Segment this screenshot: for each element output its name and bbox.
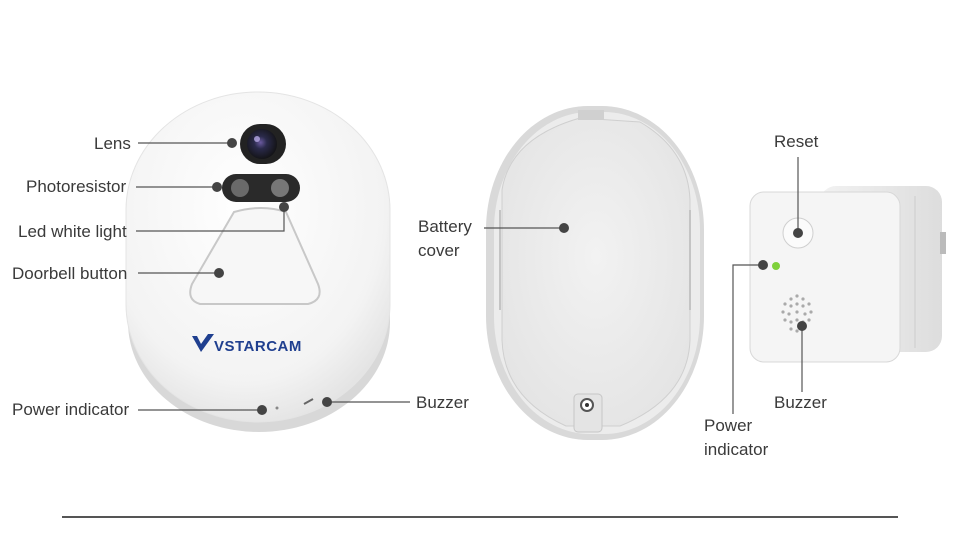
lens-glint bbox=[254, 136, 260, 142]
buzzer-right-pointer-dot bbox=[797, 321, 807, 331]
buzzer-left-label: Buzzer bbox=[416, 393, 469, 412]
power-led-icon bbox=[772, 262, 780, 270]
battery-cover-unit bbox=[486, 106, 704, 440]
power-indicator-right-label-line1: Power bbox=[704, 416, 753, 435]
buzzer-right-label: Buzzer bbox=[774, 393, 827, 412]
doorbell-button-label: Doorbell button bbox=[12, 264, 128, 283]
logo-mark-icon bbox=[192, 334, 214, 352]
power-indicator-left-pointer-dot bbox=[257, 405, 267, 415]
photoresistor-pointer-dot bbox=[212, 182, 222, 192]
power-indicator-right-label-line2: indicator bbox=[704, 440, 769, 459]
power-indicator-right-pointer-dot bbox=[758, 260, 768, 270]
led-light-icon bbox=[271, 179, 289, 197]
photoresistor-icon bbox=[231, 179, 249, 197]
battery-cover-label: Battery cover bbox=[418, 215, 472, 263]
lens-icon bbox=[247, 129, 277, 159]
chime-box-unit bbox=[749, 186, 946, 363]
power-indicator-right-pointer-line bbox=[732, 264, 762, 414]
battery-cover-label-line1: Battery bbox=[418, 217, 472, 236]
doorbell-button-pointer-dot bbox=[214, 268, 224, 278]
callout-lines bbox=[136, 142, 803, 414]
brand-logo: VSTARCAM bbox=[214, 338, 302, 355]
battery-cover-pointer-dot bbox=[559, 223, 569, 233]
led-pointer-dot bbox=[279, 202, 289, 212]
led-white-light-label: Led white light bbox=[18, 222, 127, 241]
doorbell-front-unit: VSTARCAM bbox=[125, 91, 391, 432]
lens-pointer-dot bbox=[227, 138, 237, 148]
led-pointer-line bbox=[136, 207, 285, 232]
chime-front-face bbox=[749, 191, 901, 363]
buzzer-slot bbox=[303, 398, 314, 405]
cover-inner-panel bbox=[501, 117, 691, 427]
reset-pointer-dot bbox=[793, 228, 803, 238]
callout-dots bbox=[212, 138, 807, 415]
battery-cover-label-line2: cover bbox=[418, 241, 460, 260]
power-indicator-left-label: Power indicator bbox=[12, 400, 130, 419]
bottom-divider bbox=[62, 516, 898, 518]
screw-hole-center bbox=[585, 403, 589, 407]
lens-label: Lens bbox=[94, 134, 131, 153]
photoresistor-label: Photoresistor bbox=[26, 177, 127, 196]
cover-top-clip bbox=[578, 110, 604, 120]
chime-plug-pin bbox=[940, 232, 946, 254]
power-indicator-right-label: Power indicator bbox=[704, 414, 768, 462]
reset-label: Reset bbox=[774, 132, 819, 151]
power-indicator-hole bbox=[275, 406, 279, 410]
doorbell-button-icon bbox=[189, 207, 321, 305]
buzzer-left-pointer-dot bbox=[322, 397, 332, 407]
